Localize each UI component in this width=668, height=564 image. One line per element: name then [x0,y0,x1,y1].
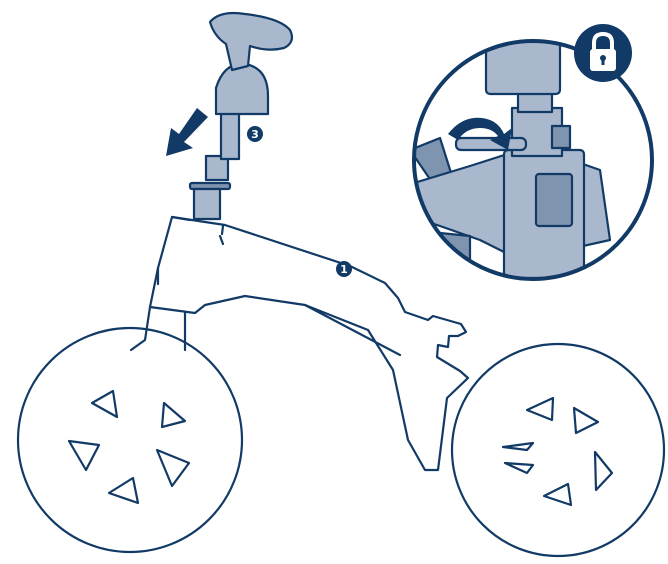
front-wheel-hole [69,441,99,470]
rear-wheel-hole [527,398,553,420]
bike-frame [131,217,468,470]
front-wheel-hole [162,403,185,427]
saddle [210,13,292,70]
rear-wheel-hole [595,452,612,490]
rear-wheel-hole [505,463,533,473]
seat-tube-top [194,189,220,219]
front-wheel-hole [109,478,138,503]
lock-badge [574,24,632,82]
seatpost-marker-label: 3 [251,128,259,141]
rear-wheel-hole [574,408,598,433]
rear-wheel-hole [503,443,533,450]
front-wheel-hole [92,391,117,417]
rear-wheel-hole [544,484,571,505]
frame-marker: 1 [336,261,352,277]
front-wheel-hole [157,450,189,486]
rear-wheel [452,344,664,556]
seat-clamp-head [216,64,268,114]
frame-marker-label: 1 [340,263,348,276]
down-arrow-icon [166,108,208,156]
front-wheel [18,328,242,552]
seatpost-marker: 3 [247,126,263,142]
